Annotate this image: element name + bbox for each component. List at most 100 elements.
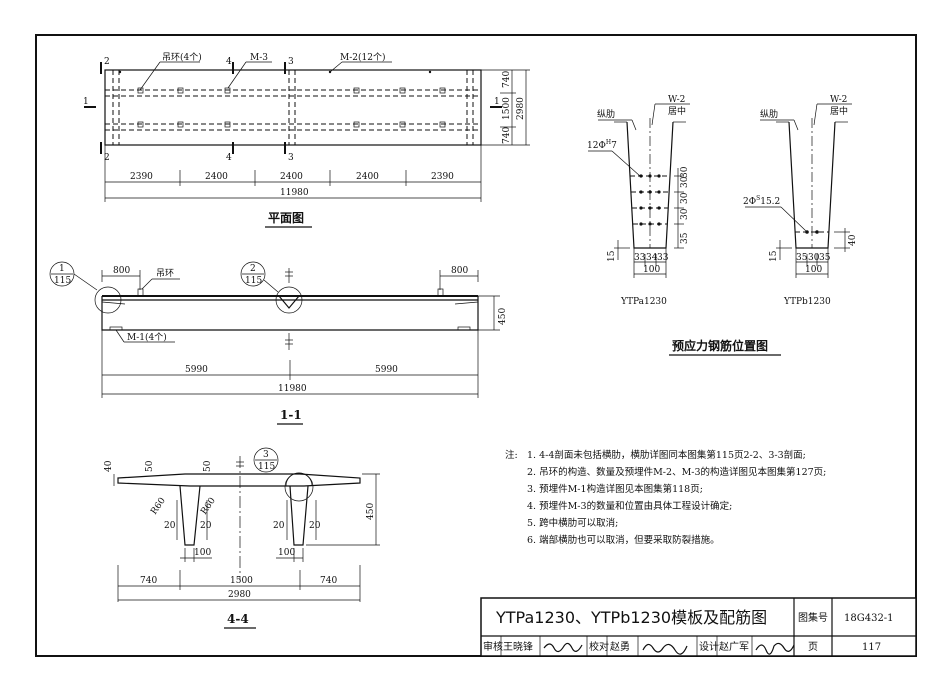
sec44-ref3-bot: 115 (258, 462, 275, 472)
sec44-d20-1: 20 (200, 521, 212, 531)
elev-ref2-top: 2 (250, 264, 256, 274)
sec44-d100b: 100 (278, 548, 295, 558)
prestress-b-d40: 40 (848, 234, 858, 246)
prestress-b-h2: 35 (819, 253, 831, 263)
prestress-a-detail: 纵肋 W-2 居中 12ΦH7 30 30 30 30 35 15 33 34 (587, 95, 690, 307)
sec44-r60b: R60 (199, 496, 218, 517)
sec44-d100a: 100 (194, 548, 211, 558)
plan-label-hook-ring: 吊环(4个) (162, 52, 202, 63)
note-3: 3. 预埋件M-1构造详图见本图集第118页; (527, 483, 703, 495)
plan-dim-1: 2400 (205, 172, 228, 182)
prestress-b-w2: W-2 (830, 95, 847, 105)
plan-sec4-bot: 4 (226, 153, 232, 163)
prestress-title: 预应力钢筋位置图 (672, 338, 768, 353)
elev-ref1-top: 1 (59, 264, 65, 274)
plan-label-m3: M-3 (250, 53, 268, 63)
prestress-b-h0: 35 (796, 253, 808, 263)
sec44-ref3-top: 3 (263, 450, 269, 460)
prestress-a-v2: 30 (680, 208, 690, 220)
titleblock-check: 校对 (589, 640, 609, 653)
note-6: 6. 端部横肋也可以取消，但要采取防裂措施。 (527, 534, 720, 546)
plan-dim-0: 2390 (130, 172, 153, 182)
plan-sec3-bot: 3 (288, 153, 294, 163)
titleblock-page-no: 117 (862, 642, 881, 653)
plan-sec2-bot: 2 (104, 153, 110, 163)
checker-signature (642, 643, 688, 655)
title-block: YTPa1230、YTPb1230模板及配筋图 图集号 18G432-1 审核 … (480, 597, 917, 657)
note-4: 4. 预埋件M-3的数量和位置由具体工程设计确定; (527, 500, 732, 512)
plan-total: 11980 (280, 188, 309, 198)
prestress-b-long: 纵肋 (760, 109, 778, 120)
titleblock-page-label: 页 (808, 641, 818, 653)
plan-outline (104, 69, 482, 146)
titleblock-atlas-label: 图集号 (798, 611, 828, 624)
plan-sec4-top: 4 (226, 57, 232, 67)
plan-dim-2: 2400 (280, 172, 303, 182)
note-2: 2. 吊环的构造、数量及预埋件M-2、M-3的构造详图见本图集第127页; (527, 466, 826, 478)
elev-total: 11980 (278, 384, 307, 394)
sec44-dim-1: 1500 (230, 576, 253, 586)
sec44-d20-0: 20 (164, 521, 176, 531)
plan-sec1-right: 1 (494, 97, 500, 107)
prestress-a-name: YTPa1230 (620, 297, 667, 307)
plan-sec1-left: 1 (83, 97, 89, 107)
plan-sec3-top: 3 (288, 57, 294, 67)
designer-signature (755, 642, 795, 655)
plan-dim-right-1: 1500 (502, 97, 512, 120)
elev-dim-left: 800 (113, 266, 130, 276)
prestress-a-h2: 33 (657, 253, 669, 263)
plan-dim-right-2: 740 (502, 127, 512, 144)
plan-label-m2: M-2(12个) (340, 52, 385, 63)
sec44-d50b: 50 (203, 460, 213, 472)
sec44-d50a: 50 (145, 460, 155, 472)
prestress-b-detail: 纵肋 W-2 居中 2ΦS15.2 40 15 35 30 35 100 YTP… (743, 95, 858, 307)
sec44-title: 4-4 (227, 612, 249, 626)
plan-dim-3: 2400 (356, 172, 379, 182)
sec44-dim-2: 740 (320, 576, 337, 586)
prestress-b-center: 居中 (830, 105, 848, 117)
prestress-a-v3: 30 (680, 166, 690, 178)
prestress-a-center: 居中 (668, 105, 686, 117)
prestress-a-bars (630, 174, 670, 226)
prestress-a-bars-label: 12ΦH7 (587, 139, 617, 151)
prestress-a-v0: 30 (680, 176, 690, 188)
elev-ref1-bot: 115 (54, 276, 71, 286)
prestress-a-d15: 15 (607, 250, 617, 262)
sheet-frame (35, 34, 917, 657)
prestress-a-v1: 30 (680, 192, 690, 204)
elev-half-left: 5990 (185, 365, 208, 375)
plan-sec2-top: 2 (104, 57, 110, 67)
prestress-b-width: 100 (805, 265, 822, 275)
titleblock-design: 设计 (699, 640, 719, 653)
prestress-b-bars-label: 2ΦS15.2 (743, 195, 780, 207)
prestress-a-width: 100 (643, 265, 660, 275)
sec44-r60a: R60 (149, 496, 168, 517)
prestress-b-bar-right (815, 230, 819, 234)
elev-height: 450 (498, 308, 508, 325)
titleblock-checker: 赵勇 (610, 640, 630, 653)
section-44-view: 3 115 40 50 50 R60 R60 20 20 20 20 100 1… (104, 447, 380, 629)
titleblock-review: 审核 (483, 640, 503, 653)
plan-title: 平面图 (268, 211, 304, 225)
prestress-a-h0: 33 (634, 253, 646, 263)
prestress-b-d15: 15 (769, 250, 779, 262)
prestress-b-name: YTPb1230 (783, 297, 831, 307)
note-5: 5. 跨中横肋可以取消; (527, 517, 618, 529)
elev-label-hook: 吊环 (156, 268, 174, 279)
plan-view: 2 2 4 4 3 3 1 1 吊环(4个) M-3 M-2(12个) 2390… (83, 52, 530, 228)
elevation-view: 1 115 2 115 800 800 吊环 M-1(4个) 450 (49, 261, 508, 425)
titleblock-designer: 赵广军 (719, 640, 749, 653)
sec44-d40: 40 (104, 460, 114, 472)
sec44-d20-3: 20 (309, 521, 321, 531)
titleblock-atlas-no: 18G432-1 (844, 613, 894, 624)
reviewer-signature (543, 642, 583, 653)
prestress-a-long: 纵肋 (597, 109, 615, 120)
prestress-b-h1: 30 (808, 253, 820, 263)
note-1: 1. 4-4剖面未包括横肋，横肋详图同本图集第115页2-2、3-3剖面; (527, 449, 806, 461)
notes-prefix: 注: (505, 449, 518, 461)
prestress-a-w2: W-2 (668, 95, 685, 105)
elev-ref2-bot: 115 (245, 276, 262, 286)
elev-title: 1-1 (280, 408, 302, 422)
titleblock-reviewer: 王晓锋 (503, 640, 533, 653)
